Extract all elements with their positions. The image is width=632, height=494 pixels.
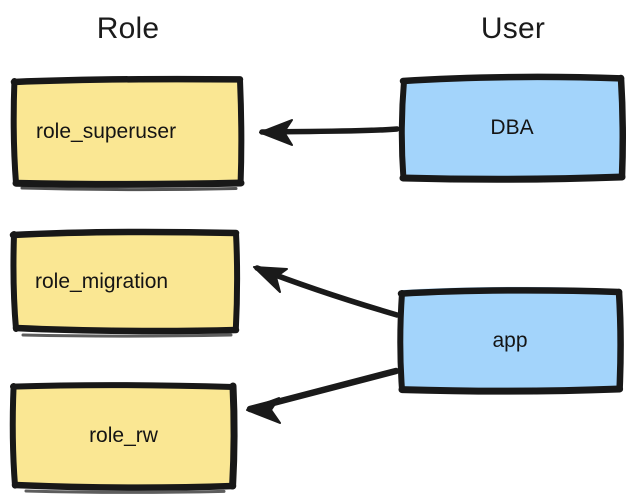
node-role-migration-frame bbox=[9, 228, 241, 338]
node-role-rw-frame bbox=[9, 382, 238, 494]
edge-app-to-role-rw bbox=[246, 367, 400, 424]
column-title-user: User bbox=[481, 12, 545, 46]
node-user-app-frame bbox=[397, 287, 624, 395]
edge-dba-to-role-superuser bbox=[259, 119, 400, 146]
node-user-dba-frame bbox=[398, 73, 626, 183]
column-title-role: Role bbox=[97, 12, 160, 46]
column-title-role-text: Role bbox=[96, 12, 160, 45]
node-role-superuser-frame bbox=[10, 75, 245, 192]
column-title-user-text: User bbox=[480, 12, 546, 45]
edge-app-to-role-migration bbox=[253, 265, 400, 318]
